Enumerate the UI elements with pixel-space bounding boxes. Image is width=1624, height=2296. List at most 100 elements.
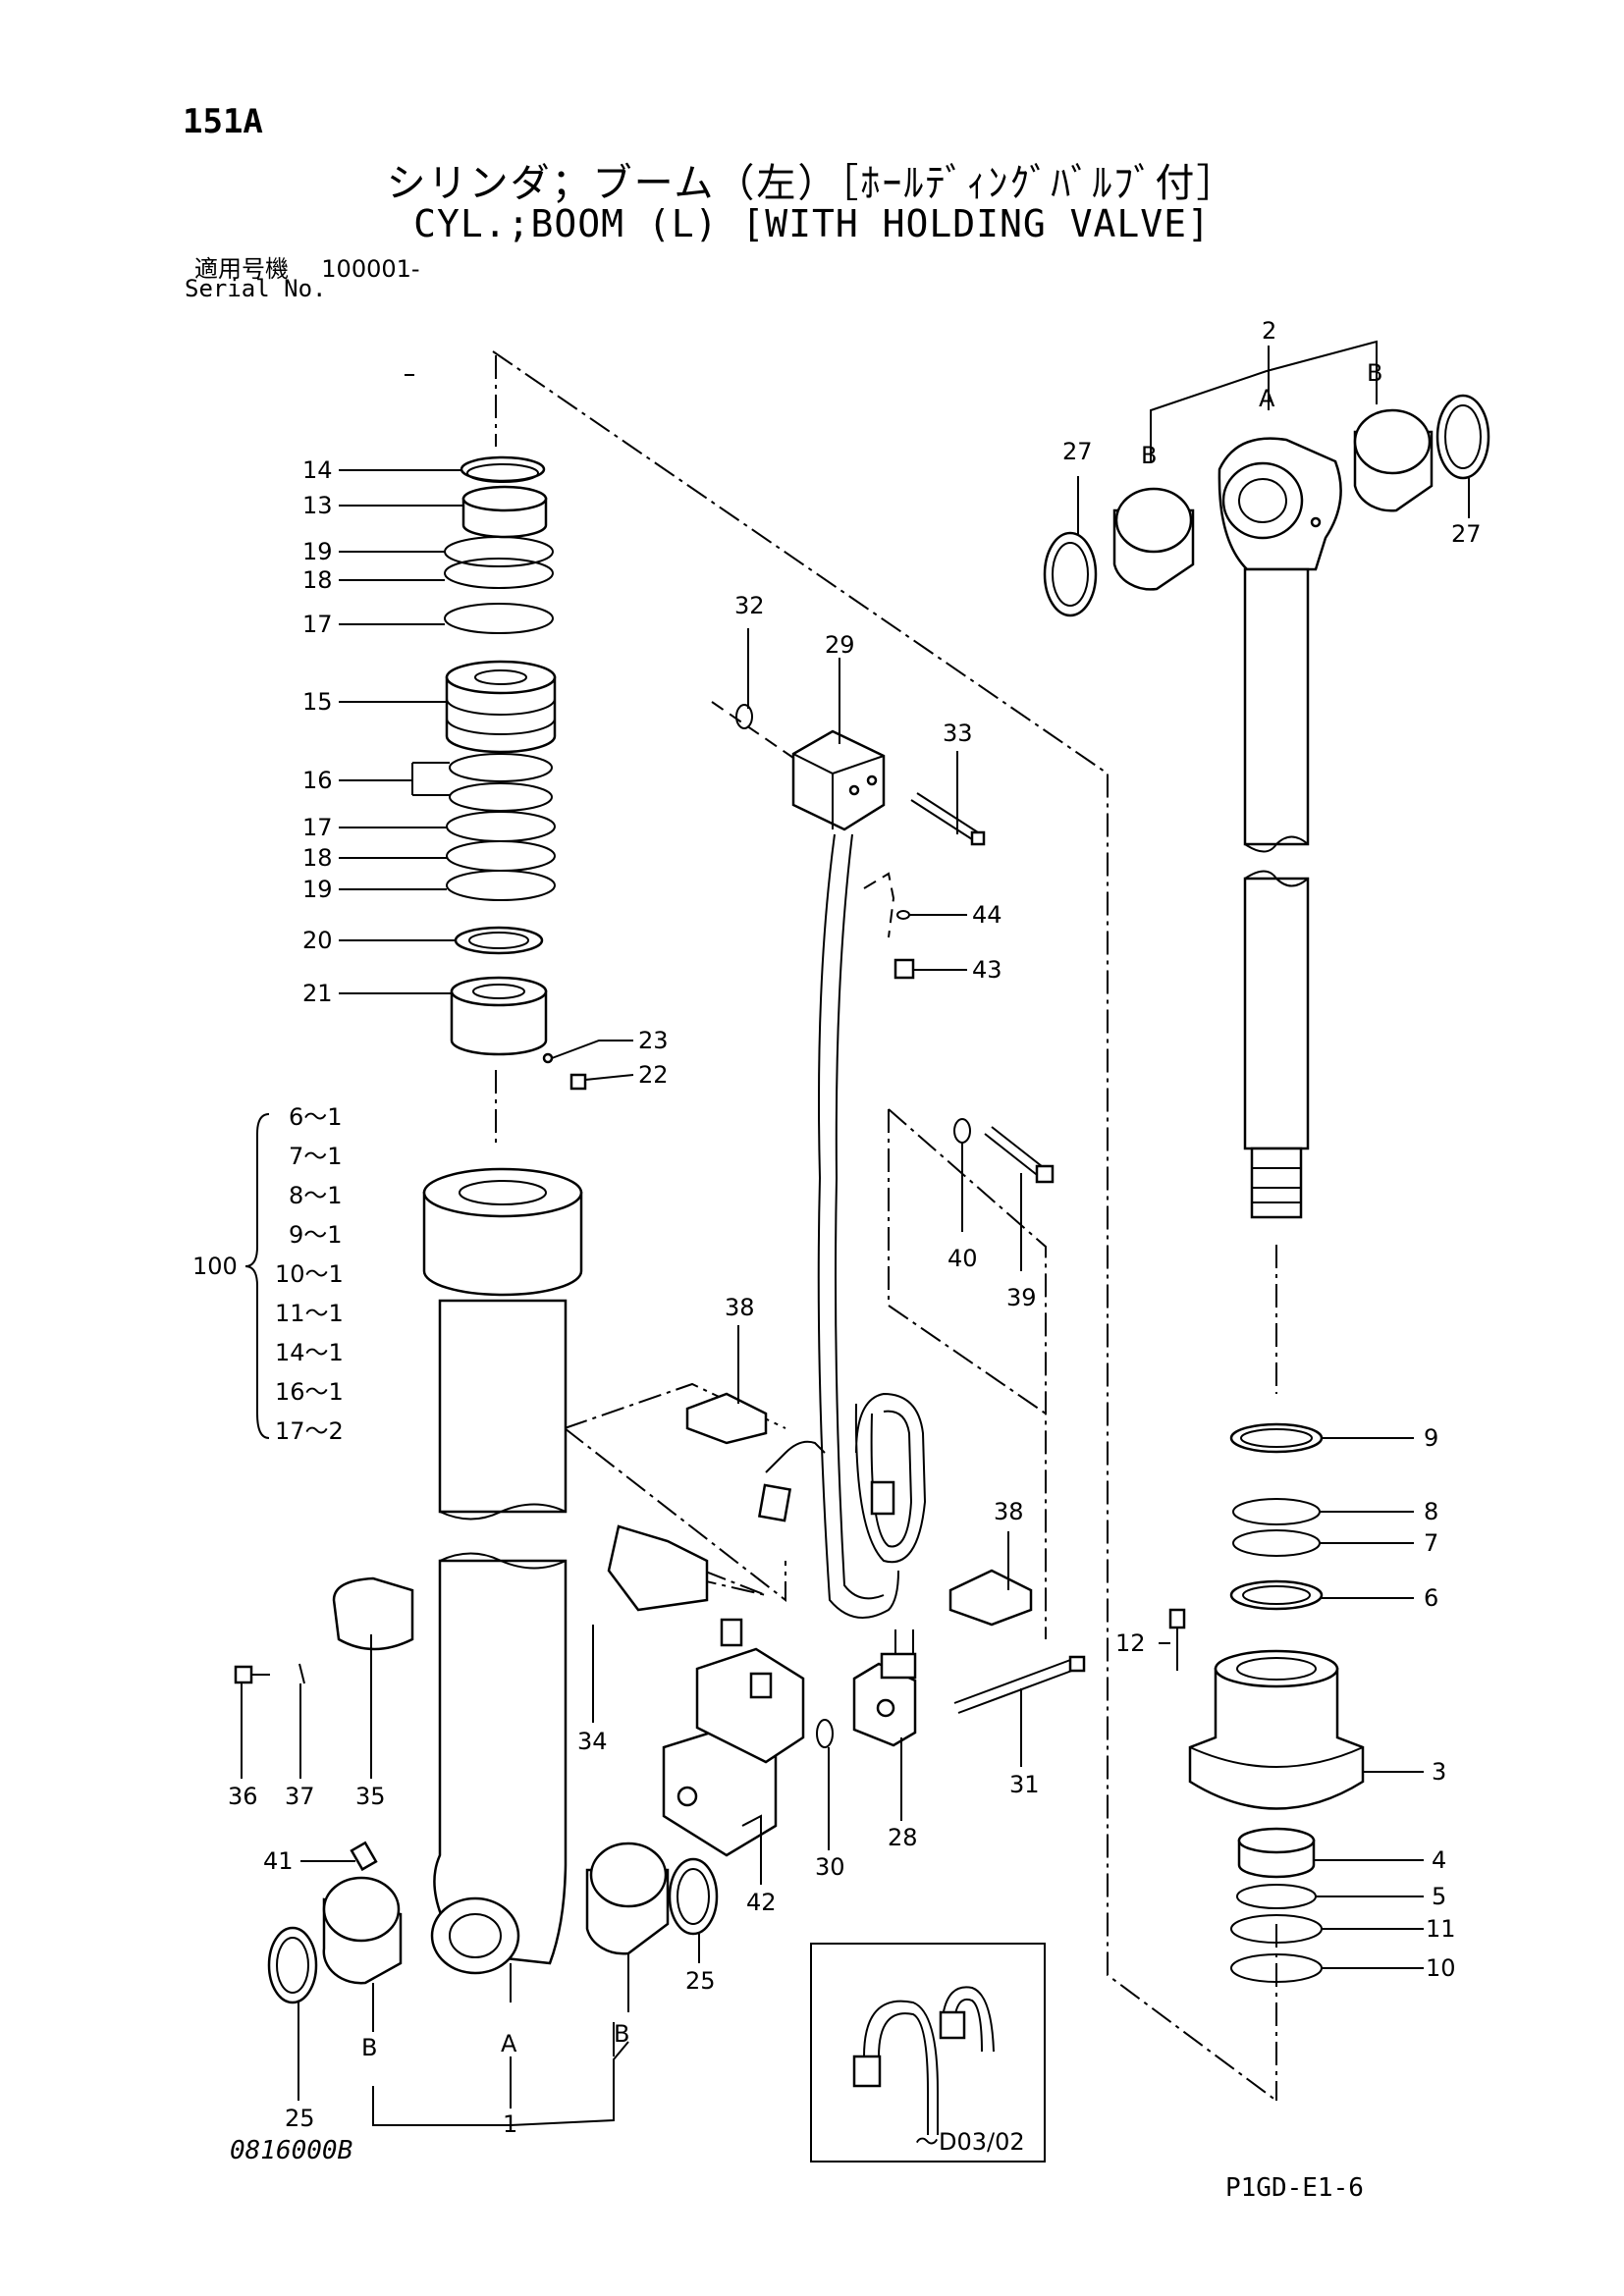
part-16-17-18-19-seals-lower xyxy=(446,753,556,901)
callout-35: 35 xyxy=(355,1783,386,1810)
frame-bolt-39-b xyxy=(888,1109,1047,1415)
serial-label-english: Serial No. xyxy=(185,275,327,302)
part-43-plug xyxy=(893,958,915,980)
callout-19: 19 xyxy=(302,538,333,565)
part-39-bolt xyxy=(984,1126,1055,1184)
cylinder-tube-assembly xyxy=(422,1167,583,1975)
title-english: CYL.;BOOM (L) [WITH HOLDING VALVE] xyxy=(413,202,1211,245)
part-25-seal-left xyxy=(267,1926,318,2004)
dash-44 xyxy=(863,872,895,938)
inset-hose xyxy=(852,1986,995,2135)
callout-33: 33 xyxy=(943,720,973,747)
kit-item: 9～1 xyxy=(289,1221,343,1249)
part-9-6-rod-seals xyxy=(1229,1422,1324,1611)
part-31-bolt xyxy=(953,1655,1086,1714)
callout-10: 10 xyxy=(1426,1954,1456,1982)
drawing-code: 0816000B xyxy=(230,2136,353,2165)
hose-pipe-route xyxy=(757,833,927,1680)
callout-27: 27 xyxy=(1062,438,1093,465)
part-3-rod-cover xyxy=(1188,1649,1365,1810)
callout-36: 36 xyxy=(228,1783,258,1810)
part-27-seals-top xyxy=(1043,394,1490,617)
part-23-ball xyxy=(542,1052,554,1064)
callout-12: 12 xyxy=(1115,1629,1146,1657)
kit-item: 16～1 xyxy=(275,1378,344,1406)
callout-17: 17 xyxy=(302,814,333,841)
callout-7: 7 xyxy=(1424,1529,1438,1557)
callout-11: 11 xyxy=(1426,1915,1456,1943)
callout-6: 6 xyxy=(1424,1584,1438,1612)
part-4-5-11-10-rings xyxy=(1230,1827,1323,1983)
inset-box xyxy=(810,1943,1046,2163)
part-33-bolt xyxy=(910,792,986,846)
callout-40: 40 xyxy=(947,1245,978,1272)
callout-21: 21 xyxy=(302,980,333,1007)
part-15-piston xyxy=(445,660,557,754)
part-2-rod-end xyxy=(1218,437,1342,1219)
callout-34: 34 xyxy=(577,1728,608,1755)
part-25-seal-right xyxy=(668,1857,719,1936)
part-32-o-ring xyxy=(735,704,753,729)
part-21-nut xyxy=(450,976,548,1056)
inset-label: ～D03/02 xyxy=(915,2128,1025,2156)
callout-9: 9 xyxy=(1424,1424,1438,1452)
part-12-bolt xyxy=(1168,1608,1186,1671)
part-36-bolt xyxy=(234,1665,270,1684)
kit-item: 8～1 xyxy=(289,1182,343,1209)
callout-41: 41 xyxy=(263,1847,294,1875)
callout-32: 32 xyxy=(734,592,765,619)
callout-18: 18 xyxy=(302,566,333,594)
callout-16: 16 xyxy=(302,767,333,794)
frame-bolt-39 xyxy=(888,1108,1047,1639)
kit-item: 17～2 xyxy=(275,1417,344,1445)
callout-43: 43 xyxy=(972,956,1002,984)
callout-29: 29 xyxy=(825,631,855,659)
callout-31: 31 xyxy=(1009,1771,1040,1798)
callout-42: 42 xyxy=(746,1889,777,1916)
serial-value: 100001- xyxy=(321,255,420,283)
part-b-bushing-left xyxy=(322,1876,403,1985)
frame-line-right xyxy=(492,350,1277,2102)
callout-37: 37 xyxy=(285,1783,315,1810)
part-37-washer xyxy=(298,1663,305,1684)
callout-2: 2 xyxy=(1262,317,1276,345)
page-number: 151A xyxy=(183,102,263,141)
kit-item: 10～1 xyxy=(275,1260,344,1288)
part-44-o-ring xyxy=(896,910,910,920)
callout-1: 1 xyxy=(503,2110,517,2138)
callout-labels: 14 13 19 18 17 15 16 17 18 19 20 21 23 2… xyxy=(192,317,1482,2138)
kit-item: 14～1 xyxy=(275,1339,344,1366)
leader-lines xyxy=(241,340,1470,2126)
callout-4: 4 xyxy=(1432,1846,1446,1874)
callout-14: 14 xyxy=(302,456,333,484)
callout-b: B xyxy=(1141,442,1157,469)
callout-25: 25 xyxy=(285,2105,315,2132)
callout-18: 18 xyxy=(302,844,333,872)
callout-8: 8 xyxy=(1424,1498,1438,1525)
callout-5: 5 xyxy=(1432,1883,1446,1910)
callout-30: 30 xyxy=(815,1853,845,1881)
serial-row-japanese: 適用号機 100001- xyxy=(194,249,420,284)
sheet-code: P1GD-E1-6 xyxy=(1225,2173,1364,2203)
part-b-bushings-top xyxy=(1112,408,1434,591)
callout-a: A xyxy=(501,2030,517,2057)
kit-item: 7～1 xyxy=(289,1143,343,1170)
kit-item: 11～1 xyxy=(275,1300,344,1327)
serial-label-japanese: 適用号機 xyxy=(194,255,289,283)
part-35-clamp xyxy=(332,1576,414,1651)
callout-28: 28 xyxy=(888,1824,918,1851)
title-japanese: シリンダ；ブーム（左）［ﾎｰﾙﾃﾞｨﾝｸﾞﾊﾞﾙﾌﾞ付］ xyxy=(386,161,1238,206)
callout-20: 20 xyxy=(302,927,333,954)
callout-a: A xyxy=(1259,385,1275,412)
callout-3: 3 xyxy=(1432,1758,1446,1786)
callout-17: 17 xyxy=(302,611,333,638)
callout-b: B xyxy=(361,2034,377,2061)
callout-27: 27 xyxy=(1451,520,1482,548)
part-28-flange xyxy=(852,1662,917,1747)
frame-clamp-38-top-b xyxy=(564,1427,786,1603)
part-20-ring xyxy=(454,926,544,955)
callout-38: 38 xyxy=(725,1294,755,1321)
part-38-clamp-top xyxy=(685,1392,768,1445)
callout-39: 39 xyxy=(1006,1284,1037,1311)
